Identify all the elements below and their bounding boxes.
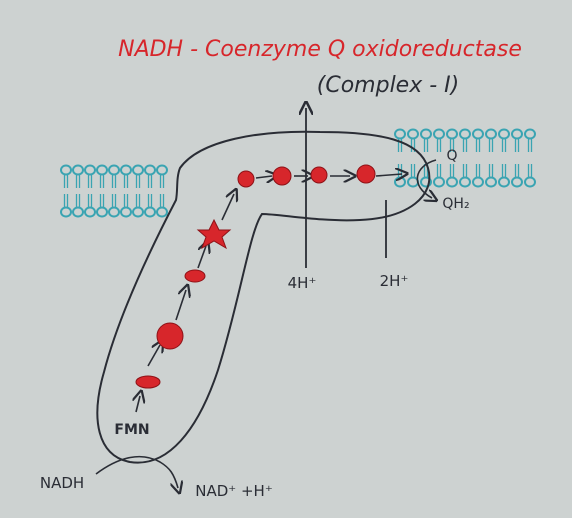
- qh2-label: QH₂: [442, 196, 469, 212]
- lipid-head: [108, 206, 120, 218]
- lipid-head: [120, 206, 132, 218]
- nad-label: NAD⁺ +H⁺: [195, 482, 272, 500]
- membrane-left: [60, 164, 168, 218]
- lipid-head: [72, 206, 84, 218]
- lipid-head: [524, 128, 536, 140]
- proton-2h-label: 2H⁺: [380, 272, 409, 290]
- lipid-head: [120, 164, 132, 176]
- complex-i-outline: [96, 130, 431, 464]
- lipid-head: [84, 206, 96, 218]
- lipid-head: [472, 176, 484, 188]
- lipid-head: [511, 128, 523, 140]
- cluster-8: [356, 164, 376, 184]
- lipid-head: [60, 164, 72, 176]
- nadh-oxidation-arrow: [95, 455, 178, 488]
- cluster-4: [196, 218, 232, 250]
- diagram-subtitle: (Complex - I): [317, 73, 459, 98]
- cluster-3: [184, 269, 206, 283]
- lipid-head: [407, 176, 419, 188]
- lipid-head: [459, 176, 471, 188]
- lipid-head: [498, 176, 510, 188]
- lipid-head: [144, 206, 156, 218]
- cluster-1: [135, 375, 161, 389]
- lipid-head: [472, 128, 484, 140]
- lipid-head: [72, 164, 84, 176]
- cluster-5: [237, 170, 255, 188]
- lipid-head: [420, 176, 432, 188]
- lipid-head: [485, 128, 497, 140]
- lipid-head: [60, 206, 72, 218]
- lipid-head: [498, 128, 510, 140]
- fe-s-clusters: [135, 164, 376, 389]
- lipid-head: [394, 176, 406, 188]
- lipid-head: [96, 206, 108, 218]
- proton-4h-label: 4H⁺: [288, 274, 317, 292]
- lipid-head: [144, 164, 156, 176]
- membrane-right: [394, 128, 536, 188]
- lipid-head: [108, 164, 120, 176]
- lipid-head: [156, 206, 168, 218]
- lipid-head: [394, 128, 406, 140]
- diagram-title: NADH - Coenzyme Q oxidoreductase: [118, 37, 522, 62]
- lipid-head: [96, 164, 108, 176]
- lipid-head: [433, 128, 445, 140]
- lipid-head: [459, 128, 471, 140]
- lipid-head: [446, 128, 458, 140]
- lipid-head: [446, 176, 458, 188]
- cluster-6: [272, 166, 292, 186]
- q-label: Q: [446, 148, 457, 164]
- lipid-head: [132, 164, 144, 176]
- q-reduction-arrow: [416, 159, 436, 198]
- lipid-head: [156, 164, 168, 176]
- lipid-head: [485, 176, 497, 188]
- lipid-head: [407, 128, 419, 140]
- lipid-head: [524, 176, 536, 188]
- fmn-label: FMN: [114, 422, 149, 438]
- cluster-2: [156, 322, 184, 350]
- lipid-head: [420, 128, 432, 140]
- electron-path: [136, 174, 402, 413]
- lipid-head: [132, 206, 144, 218]
- nadh-label: NADH: [40, 474, 84, 492]
- lipid-head: [511, 176, 523, 188]
- lipid-head: [84, 164, 96, 176]
- cluster-7: [310, 166, 328, 184]
- lipid-head: [433, 176, 445, 188]
